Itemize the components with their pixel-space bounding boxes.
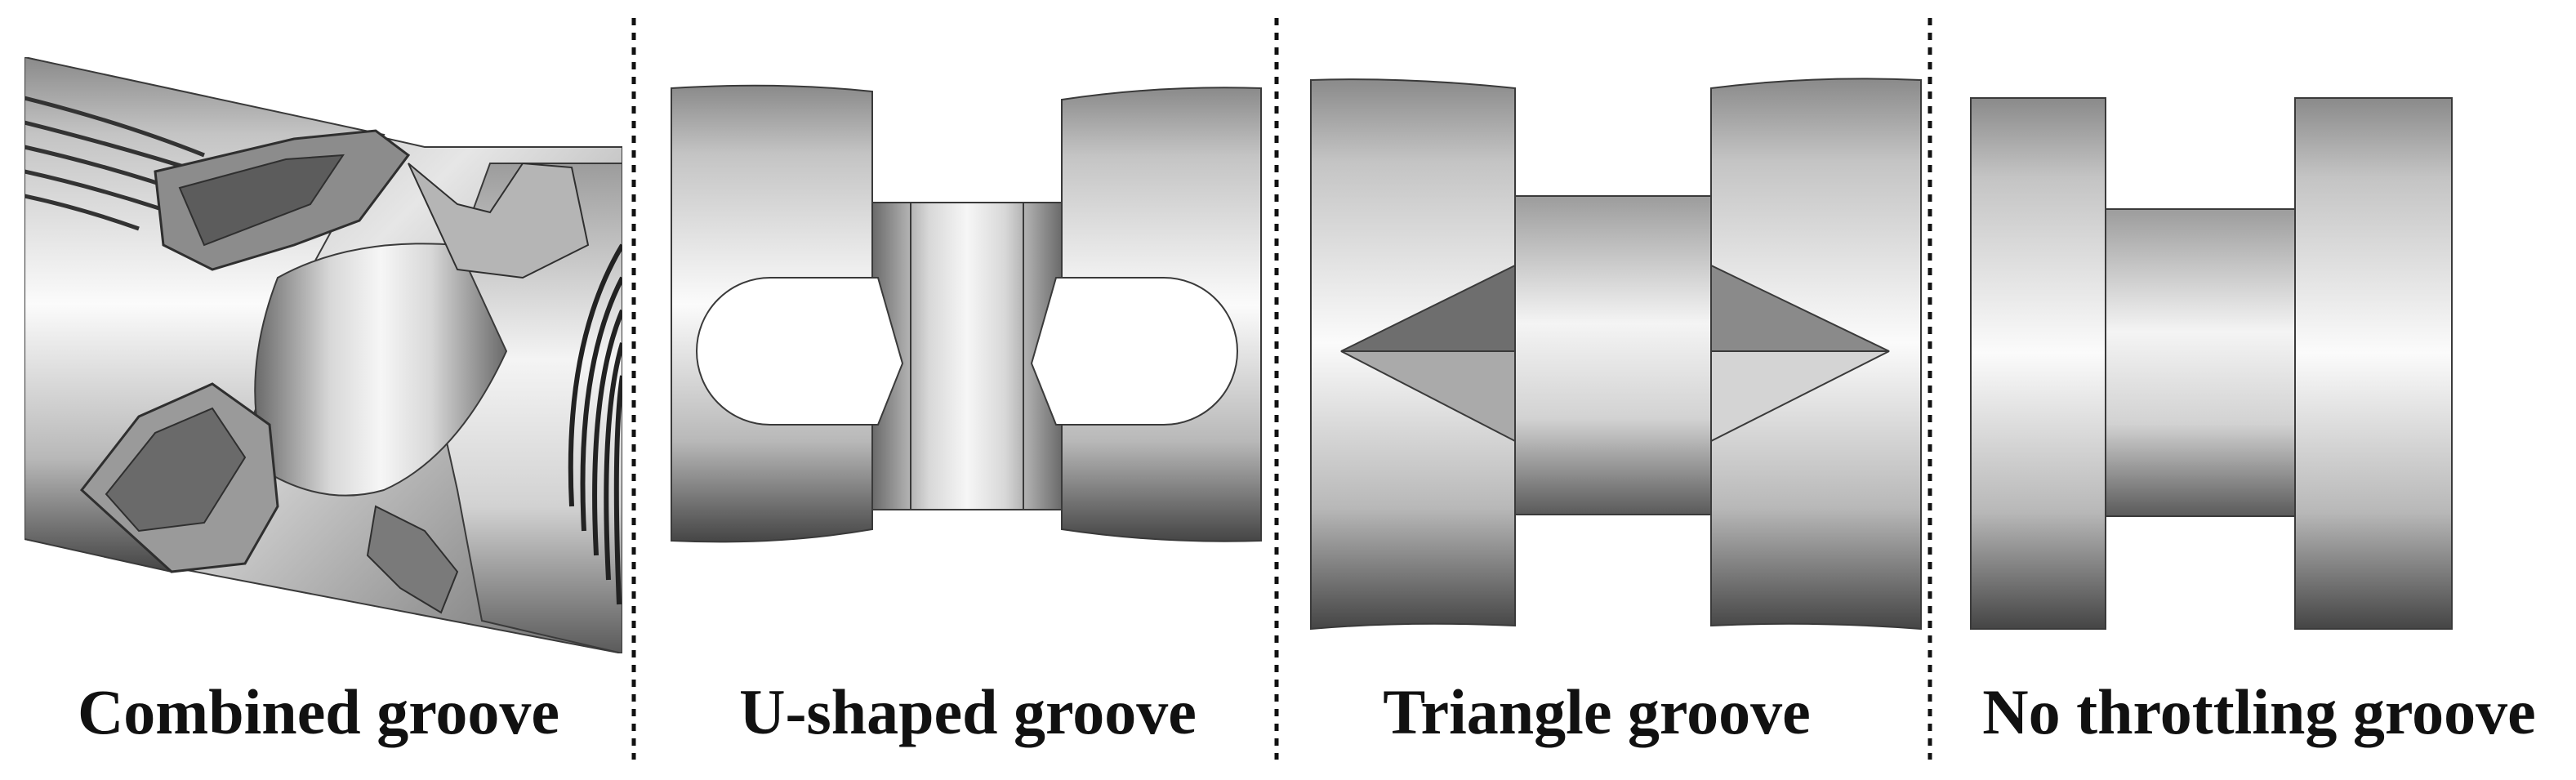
right-ridge-lines — [568, 243, 622, 605]
lower-notch-face — [105, 407, 247, 533]
right-spool-land — [2294, 97, 2453, 630]
no-throttling-groove-illustration — [1970, 97, 2453, 630]
lower-right-notch — [366, 505, 459, 614]
caption-triangle-groove: Triangle groove — [1383, 676, 1811, 747]
combined-groove-illustration — [25, 57, 622, 653]
spool-neck — [1514, 195, 1712, 515]
right-notch-tooth — [408, 162, 590, 279]
spool-neck — [2105, 208, 2296, 517]
left-spool-land — [1970, 97, 2106, 630]
right-u-slot — [1030, 277, 1238, 426]
upper-notch-face — [178, 154, 345, 247]
spool-neck — [871, 202, 1063, 510]
caption-combined-groove: Combined groove — [78, 676, 559, 747]
left-u-slot — [696, 277, 904, 426]
triangle-groove-illustration — [1310, 78, 1922, 631]
caption-u-shaped-groove: U-shaped groove — [739, 676, 1197, 747]
left-triangle-notch-lower — [1340, 350, 1516, 443]
u-shaped-groove-illustration — [671, 84, 1262, 543]
caption-no-throttling-groove: No throttling groove — [1982, 676, 2535, 747]
groove-neck — [254, 243, 508, 497]
right-triangle-notch-lower — [1710, 350, 1890, 443]
